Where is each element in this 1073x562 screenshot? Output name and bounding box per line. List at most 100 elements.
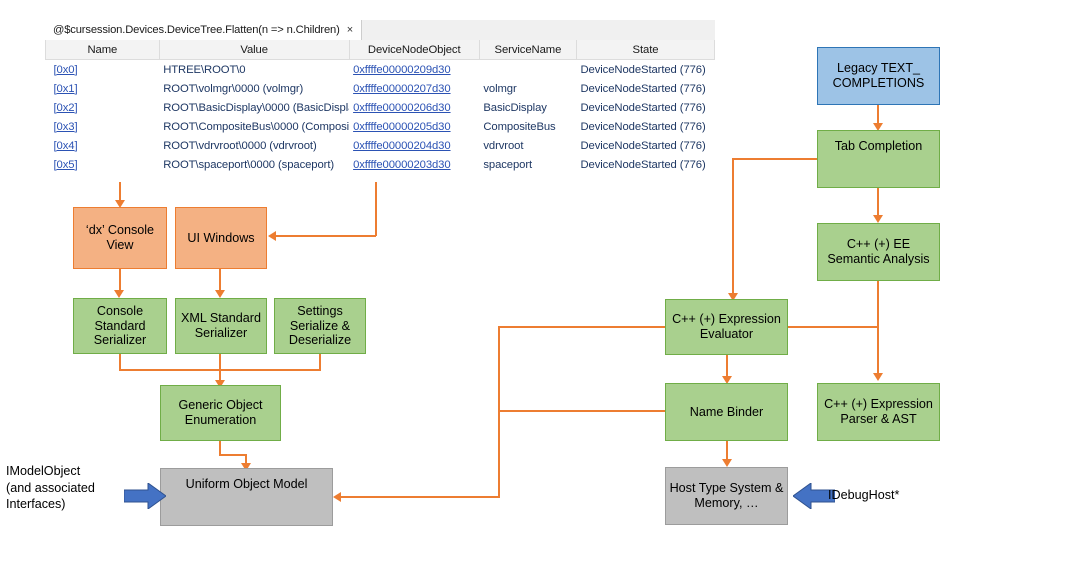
- cell-state: DeviceNodeStarted (776): [580, 158, 706, 171]
- cell-device-node-object[interactable]: 0xffffe00000204d30: [349, 136, 479, 155]
- name-link[interactable]: [0x0]: [53, 63, 78, 76]
- device-node-object-link[interactable]: 0xffffe00000204d30: [353, 139, 451, 152]
- node-name-binder-label: Name Binder: [689, 404, 764, 419]
- column-header-servicename[interactable]: ServiceName: [478, 40, 577, 60]
- node-settings-serialize-deserialize-label: Settings Serialize & Deserialize: [288, 304, 352, 348]
- node-xml-standard-serializer-label: XML Standard Serializer: [180, 311, 262, 340]
- name-link[interactable]: [0x5]: [53, 158, 78, 171]
- column-header-value[interactable]: Value: [158, 40, 350, 60]
- connector-name-binder-to-host: [726, 441, 728, 463]
- cell-name[interactable]: [0x2]: [46, 98, 160, 117]
- node-legacy-text-completions[interactable]: Legacy TEXT_ COMPLETIONS: [817, 47, 940, 105]
- cell-service-name: BasicDisplay: [483, 101, 547, 114]
- cell-device-node-object[interactable]: 0xffffe00000205d30: [349, 117, 479, 136]
- cell-state: DeviceNodeStarted (776): [580, 120, 706, 133]
- table-row[interactable]: [0x4] ROOT\vdrvroot\0000 (vdrvroot) 0xff…: [46, 136, 715, 155]
- connector-tab-completion-to-expression-evaluator-vertical: [732, 158, 734, 298]
- column-header-devicenodeobject[interactable]: DeviceNodeObject: [348, 40, 480, 60]
- node-ui-windows-label: UI Windows: [187, 230, 255, 245]
- table-row[interactable]: [0x2] ROOT\BasicDisplay\0000 (BasicDispl…: [46, 98, 715, 117]
- close-icon[interactable]: ×: [346, 23, 353, 36]
- arrowhead-into-uniform-object-model-right: [333, 492, 341, 502]
- cell-service-name: volmgr: [483, 82, 517, 95]
- node-ee-semantic-analysis[interactable]: C++ (+) EE Semantic Analysis: [817, 223, 940, 281]
- cell-state: DeviceNodeStarted (776): [580, 82, 706, 95]
- cell-service-name: [479, 60, 576, 80]
- node-expression-parser-ast-label: C++ (+) Expression Parser & AST: [824, 397, 933, 426]
- connector-table-to-ui-windows-vertical: [375, 182, 377, 236]
- table-row[interactable]: [0x3] ROOT\CompositeBus\0000 (CompositeB…: [46, 117, 715, 136]
- cell-state: DeviceNodeStarted (776): [580, 101, 706, 114]
- node-uniform-object-model[interactable]: Uniform Object Model: [160, 468, 333, 526]
- node-uniform-object-model-label: Uniform Object Model: [185, 477, 308, 491]
- arrowhead-into-generic-object-enum: [215, 380, 225, 388]
- cell-name[interactable]: [0x3]: [46, 117, 160, 136]
- arrowhead-into-ee-semantic-analysis: [873, 215, 883, 223]
- tab-label: @$cursession.Devices.DeviceTree.Flatten(…: [53, 24, 340, 36]
- node-name-binder[interactable]: Name Binder: [665, 383, 788, 441]
- cell-value: HTREE\ROOT\0: [163, 63, 246, 76]
- table-header-row: Name Value DeviceNodeObject ServiceName …: [45, 40, 716, 60]
- device-tree-table: Name Value DeviceNodeObject ServiceName …: [45, 40, 716, 174]
- node-host-type-system-memory[interactable]: Host Type System & Memory, …: [665, 467, 788, 525]
- node-host-type-system-memory-label: Host Type System & Memory, …: [669, 481, 784, 510]
- cell-name[interactable]: [0x1]: [46, 79, 160, 98]
- connector-ui-windows-to-xml-serializer: [219, 269, 221, 294]
- name-link[interactable]: [0x1]: [53, 82, 78, 95]
- cell-device-node-object[interactable]: 0xffffe00000203d30: [349, 155, 479, 174]
- name-link[interactable]: [0x4]: [53, 139, 78, 152]
- cell-state: DeviceNodeStarted (776): [580, 63, 706, 76]
- cell-value: ROOT\BasicDisplay\0000 (BasicDisplay): [163, 101, 350, 114]
- node-xml-standard-serializer[interactable]: XML Standard Serializer: [175, 298, 267, 354]
- cell-device-node-object[interactable]: 0xffffe00000207d30: [349, 79, 479, 98]
- connector-evaluator-binder-bus-vertical: [498, 326, 500, 498]
- block-arrow-imodelobject-icon: [123, 482, 167, 514]
- tab-strip: @$cursession.Devices.DeviceTree.Flatten(…: [45, 20, 715, 41]
- cell-device-node-object[interactable]: 0xffffe00000206d30: [349, 98, 479, 117]
- column-header-state[interactable]: State: [575, 40, 716, 60]
- arrowhead-into-name-binder: [722, 376, 732, 384]
- cell-name[interactable]: [0x4]: [46, 136, 160, 155]
- arrowhead-into-dx-console-view: [115, 200, 125, 208]
- node-generic-object-enumeration[interactable]: Generic Object Enumeration: [160, 385, 281, 441]
- node-expression-parser-ast[interactable]: C++ (+) Expression Parser & AST: [817, 383, 940, 441]
- connector-console-serializer-down: [119, 354, 121, 370]
- node-tab-completion[interactable]: Tab Completion: [817, 130, 940, 188]
- connector-merge-to-generic-object-enum: [219, 354, 221, 385]
- table-row[interactable]: [0x1] ROOT\volmgr\0000 (volmgr) 0xffffe0…: [46, 79, 715, 98]
- node-ui-windows[interactable]: UI Windows: [175, 207, 267, 269]
- cell-name[interactable]: [0x5]: [46, 155, 160, 174]
- cell-device-node-object[interactable]: 0xffffe00000209d30: [349, 60, 479, 80]
- device-node-object-link[interactable]: 0xffffe00000205d30: [353, 120, 451, 133]
- name-link[interactable]: [0x2]: [53, 101, 78, 114]
- connector-table-to-ui-windows-horizontal: [276, 235, 376, 237]
- connector-bus-to-uniform-object-model: [341, 496, 499, 498]
- node-expression-evaluator[interactable]: C++ (+) Expression Evaluator: [665, 299, 788, 355]
- node-legacy-text-completions-label: Legacy TEXT_ COMPLETIONS: [832, 61, 925, 90]
- cell-value: ROOT\vdrvroot\0000 (vdrvroot): [163, 139, 317, 152]
- table-row[interactable]: [0x5] ROOT\spaceport\0000 (spaceport) 0x…: [46, 155, 715, 174]
- table-row[interactable]: [0x0] HTREE\ROOT\0 0xffffe00000209d30 De…: [46, 60, 715, 80]
- label-idebughost: IDebugHost*: [828, 488, 900, 502]
- column-header-name[interactable]: Name: [45, 40, 160, 60]
- name-link[interactable]: [0x3]: [53, 120, 78, 133]
- tab-devicetree-query[interactable]: @$cursession.Devices.DeviceTree.Flatten(…: [45, 20, 362, 40]
- block-arrow-idebughost-icon: [792, 482, 836, 514]
- arrowhead-into-ui-windows: [268, 231, 276, 241]
- arrowhead-into-xml-serializer: [215, 290, 225, 298]
- device-node-object-link[interactable]: 0xffffe00000206d30: [353, 101, 451, 114]
- node-settings-serialize-deserialize[interactable]: Settings Serialize & Deserialize: [274, 298, 366, 354]
- arrowhead-into-host-type-system: [722, 459, 732, 467]
- device-node-object-link[interactable]: 0xffffe00000203d30: [353, 158, 451, 171]
- device-node-object-link[interactable]: 0xffffe00000209d30: [353, 63, 451, 76]
- connector-table-to-dx-console-view: [119, 182, 121, 203]
- node-console-standard-serializer[interactable]: Console Standard Serializer: [73, 298, 167, 354]
- arrowhead-into-expression-evaluator-top: [728, 293, 738, 301]
- connector-ee-semantic-to-expression-parser: [877, 281, 879, 377]
- node-ee-semantic-analysis-label: C++ (+) EE Semantic Analysis: [827, 237, 930, 266]
- cell-name[interactable]: [0x0]: [46, 60, 160, 80]
- node-dx-console-view[interactable]: ‘dx’ Console View: [73, 207, 167, 269]
- device-node-object-link[interactable]: 0xffffe00000207d30: [353, 82, 451, 95]
- label-imodelobject: IModelObject (and associated Interfaces): [6, 464, 95, 512]
